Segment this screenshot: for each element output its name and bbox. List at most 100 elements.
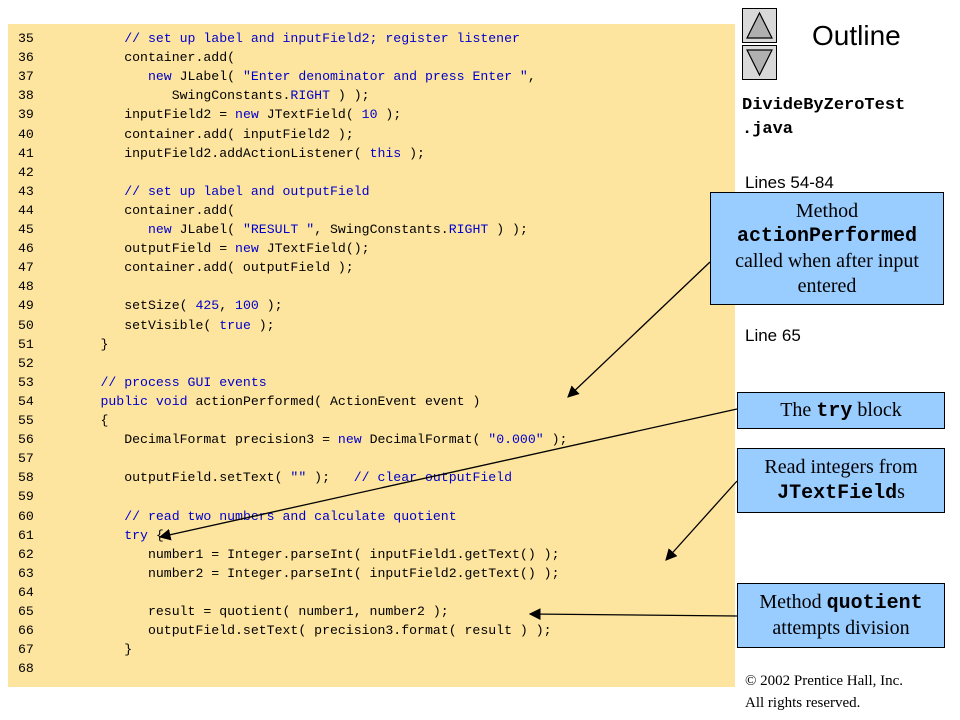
- arrow-to-quotient: [528, 608, 738, 620]
- line-number: 56: [18, 432, 34, 448]
- callout-text: s: [897, 481, 905, 503]
- line-number: 42: [18, 164, 34, 180]
- line-number: 54: [18, 393, 34, 409]
- code-line: 45 new JLabel( "RESULT ", SwingConstants…: [8, 220, 528, 239]
- callout-text: Method: [759, 591, 827, 613]
- lines-range-label: Lines 54-84: [745, 173, 834, 192]
- code-line: 65 result = quotient( number1, number2 )…: [8, 602, 449, 621]
- line-number: 53: [18, 374, 34, 390]
- code-panel: 35 // set up label and inputField2; regi…: [8, 24, 735, 687]
- line-number: 63: [18, 565, 34, 581]
- code-text: // set up label and outputField: [124, 183, 370, 199]
- line-number: 64: [18, 584, 34, 600]
- copyright-line-2: All rights reserved.: [745, 695, 861, 711]
- code-line: 35 // set up label and inputField2; regi…: [8, 29, 520, 48]
- line-number: 45: [18, 222, 34, 237]
- code-text: result = quotient( number1, number2 );: [53, 604, 449, 619]
- code-line: 42: [8, 163, 53, 182]
- line-number: 59: [18, 489, 34, 505]
- line-number: 65: [18, 604, 34, 619]
- code-line: 47 container.add( outputField );: [8, 258, 354, 277]
- line-number: 44: [18, 202, 34, 218]
- line-number: 60: [18, 508, 34, 524]
- code-line: 57: [8, 449, 53, 468]
- line-number: 58: [18, 470, 34, 486]
- file-name: DivideByZeroTest .java: [742, 94, 905, 142]
- callout-code: try: [816, 400, 853, 423]
- code-text: DecimalFormat precision3 = new DecimalFo…: [53, 432, 568, 448]
- code-text: // process GUI events: [100, 374, 267, 390]
- code-text: outputField = new JTextField();: [53, 241, 370, 257]
- code-text: container.add(: [53, 50, 236, 66]
- code-line: 46 outputField = new JTextField();: [8, 239, 370, 258]
- line-number: 52: [18, 355, 34, 371]
- code-text: public void actionPerformed( ActionEvent…: [100, 393, 481, 409]
- callout-method-quotient: Method quotient attempts division: [737, 583, 945, 648]
- code-line: 53 // process GUI events: [8, 373, 267, 392]
- line-number: 37: [18, 69, 34, 85]
- arrow-to-try-block: [158, 408, 738, 541]
- line-number: 68: [18, 661, 34, 677]
- code-text: number2 = Integer.parseInt( inputField2.…: [53, 565, 560, 581]
- code-line: 49 setSize( 425, 100 );: [8, 296, 283, 315]
- code-line: 36 container.add(: [8, 48, 235, 67]
- code-text: container.add(: [53, 202, 236, 218]
- line-number: 66: [18, 623, 34, 639]
- callout-text: Read integers from: [764, 456, 918, 478]
- code-text: {: [53, 413, 109, 428]
- line-number: 55: [18, 413, 34, 428]
- callout-text: attempts division: [772, 617, 910, 639]
- callout-text: Method: [795, 200, 859, 222]
- callout-text: block: [852, 399, 902, 421]
- code-line: 63 number2 = Integer.parseInt( inputFiel…: [8, 564, 559, 583]
- line-number: 51: [18, 336, 34, 352]
- line-number: 38: [18, 88, 34, 104]
- code-text: inputField2.addActionListener( this );: [53, 145, 425, 161]
- code-line: 38 SwingConstants.RIGHT ) );: [8, 86, 370, 105]
- callout-text: called when after input: [735, 250, 919, 272]
- code-line: 54 public void actionPerformed( ActionEv…: [8, 392, 480, 411]
- copyright-notice: © 2002 Prentice Hall, Inc. All rights re…: [745, 670, 903, 714]
- arrow-to-action-performed: [567, 261, 711, 398]
- code-line: 67 }: [8, 640, 132, 659]
- line-number: 62: [18, 546, 34, 562]
- line-number: 67: [18, 642, 34, 658]
- code-line: 55 {: [8, 411, 108, 430]
- code-line: 52: [8, 354, 53, 373]
- code-text: SwingConstants.RIGHT ) );: [53, 88, 370, 104]
- code-line: 51 }: [8, 335, 108, 354]
- line-number: 36: [18, 50, 34, 66]
- next-slide-button[interactable]: [742, 45, 777, 80]
- line-number: 49: [18, 298, 34, 314]
- copyright-line-1: © 2002 Prentice Hall, Inc.: [745, 673, 904, 689]
- callout-try-block: The try block: [737, 392, 945, 429]
- line-number: 41: [18, 145, 34, 161]
- triangle-up-icon: [746, 11, 773, 39]
- code-text: }: [53, 336, 109, 352]
- code-text: // read two numbers and calculate quotie…: [124, 508, 457, 524]
- code-text: new JLabel( "Enter denominator and press…: [147, 69, 536, 85]
- callout-text: entered: [797, 275, 857, 297]
- code-line: 50 setVisible( true );: [8, 316, 275, 335]
- callout-read-integers: Read integers from JTextFields: [737, 448, 945, 513]
- callout-code: JTextField: [777, 482, 898, 505]
- triangle-down-icon: [746, 49, 773, 77]
- code-line: 40 container.add( inputField2 );: [8, 125, 354, 144]
- code-line: 43 // set up label and outputField: [8, 182, 370, 201]
- code-line: 48: [8, 277, 53, 296]
- callout-method-action-performed: Method actionPerformed called when after…: [710, 192, 944, 305]
- line-number: 61: [18, 527, 34, 543]
- line-number: 43: [18, 183, 34, 199]
- line-number: 47: [18, 260, 34, 276]
- code-line: 39 inputField2 = new JTextField( 10 );: [8, 105, 401, 124]
- previous-slide-button[interactable]: [742, 8, 777, 43]
- code-line: 60 // read two numbers and calculate quo…: [8, 507, 457, 526]
- code-line: 44 container.add(: [8, 201, 235, 220]
- code-text: setSize( 425, 100 );: [53, 298, 283, 314]
- code-text: outputField.setText( "" ); // clear outp…: [53, 470, 513, 486]
- code-text: new JLabel( "RESULT ", SwingConstants.RI…: [147, 222, 528, 237]
- code-text: inputField2 = new JTextField( 10 );: [53, 107, 402, 123]
- file-name-line-2: .java: [742, 120, 794, 139]
- line-number: 48: [18, 279, 34, 295]
